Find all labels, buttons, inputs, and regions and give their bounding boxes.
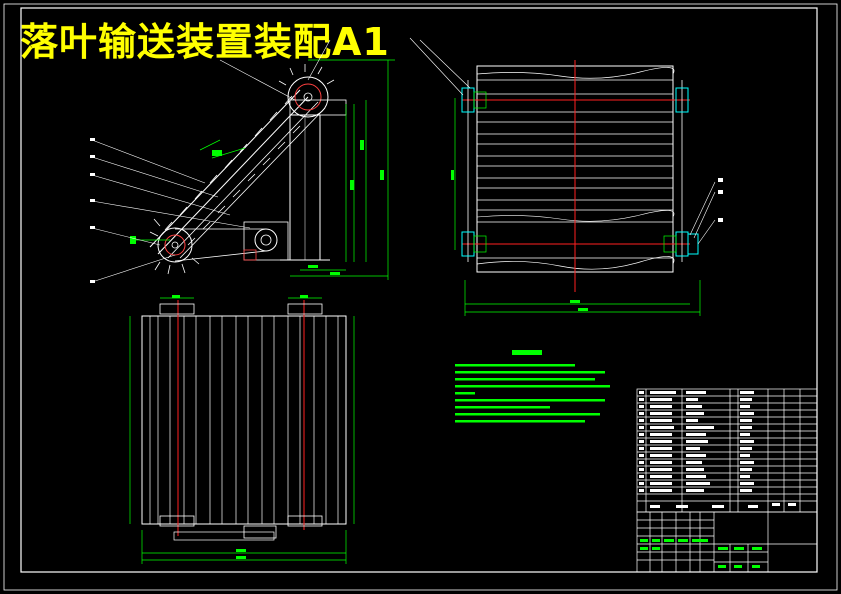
parts-list-entries — [639, 391, 796, 508]
front-view — [409, 37, 723, 316]
drawing-title: 落叶输送装置装配A1 — [20, 20, 390, 64]
inner-frame — [20, 7, 818, 573]
technical-requirements — [455, 350, 610, 423]
top-view — [129, 295, 355, 564]
parts-list — [636, 388, 818, 513]
outer-border — [3, 3, 838, 591]
side-view — [90, 39, 395, 283]
title-block-entries — [640, 539, 762, 568]
